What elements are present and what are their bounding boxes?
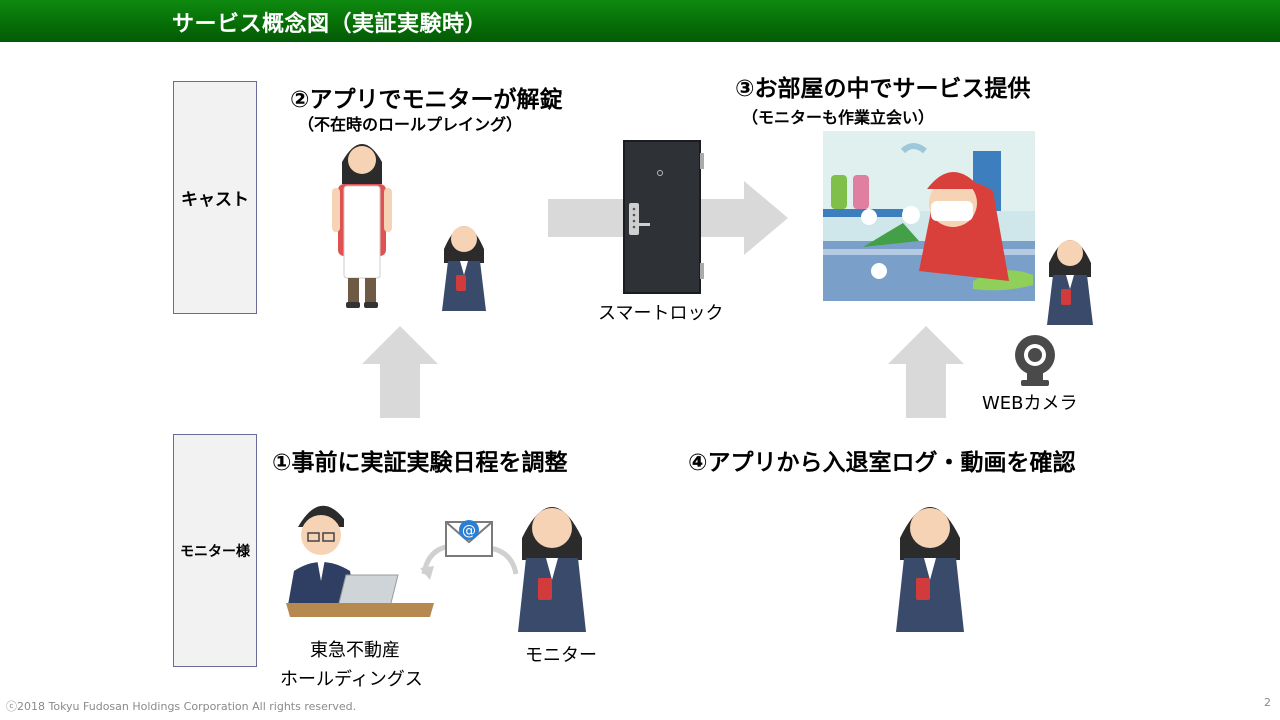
monitor-woman-step1 [518,507,586,632]
businessman-laptop-illustration [286,505,434,617]
role-label-cast: キャスト [181,190,249,210]
header-bar [0,0,1280,42]
monitor-caption: モニター [525,645,597,666]
laptop-icon [337,574,399,608]
role-box-cast: キャスト [173,81,257,314]
copyright-text: ⓒ2018 Tokyu Fudosan Holdings Corporation… [6,700,357,713]
step3-title: ③お部屋の中でサービス提供 [735,76,1031,102]
email-icon: @ [420,520,519,580]
page-number: 2 [1264,696,1271,709]
monitor-woman-small-left [442,226,486,311]
step2-subtitle: （不在時のロールプレイング） [298,115,523,134]
monitor-woman-small-right [1047,240,1093,325]
door-icon [623,140,704,294]
up-arrow-left [362,326,438,418]
step3-subtitle: （モニターも作業立会い） [742,108,935,127]
role-label-monitor: モニター様 [180,543,250,560]
monitor-woman-step4 [896,507,964,632]
web-camera-icon [1015,335,1055,386]
smart-lock-caption: スマートロック [598,303,724,324]
staff-illustration [332,144,392,308]
step2-title: ②アプリでモニターが解錠 [290,87,563,113]
svg-text:@: @ [462,523,476,539]
web-camera-caption: WEBカメラ [982,393,1078,414]
company-caption-line1: 東急不動産 [310,640,400,661]
page-title: サービス概念図（実証実験時） [172,12,488,37]
step4-title: ④アプリから入退室ログ・動画を確認 [688,450,1076,476]
role-box-monitor: モニター様 [173,434,257,667]
step1-title: ①事前に実証実験日程を調整 [272,450,568,476]
service-scene-illustration [823,131,1035,301]
up-arrow-right [888,326,964,418]
company-caption-line2: ホールディングス [280,669,423,690]
